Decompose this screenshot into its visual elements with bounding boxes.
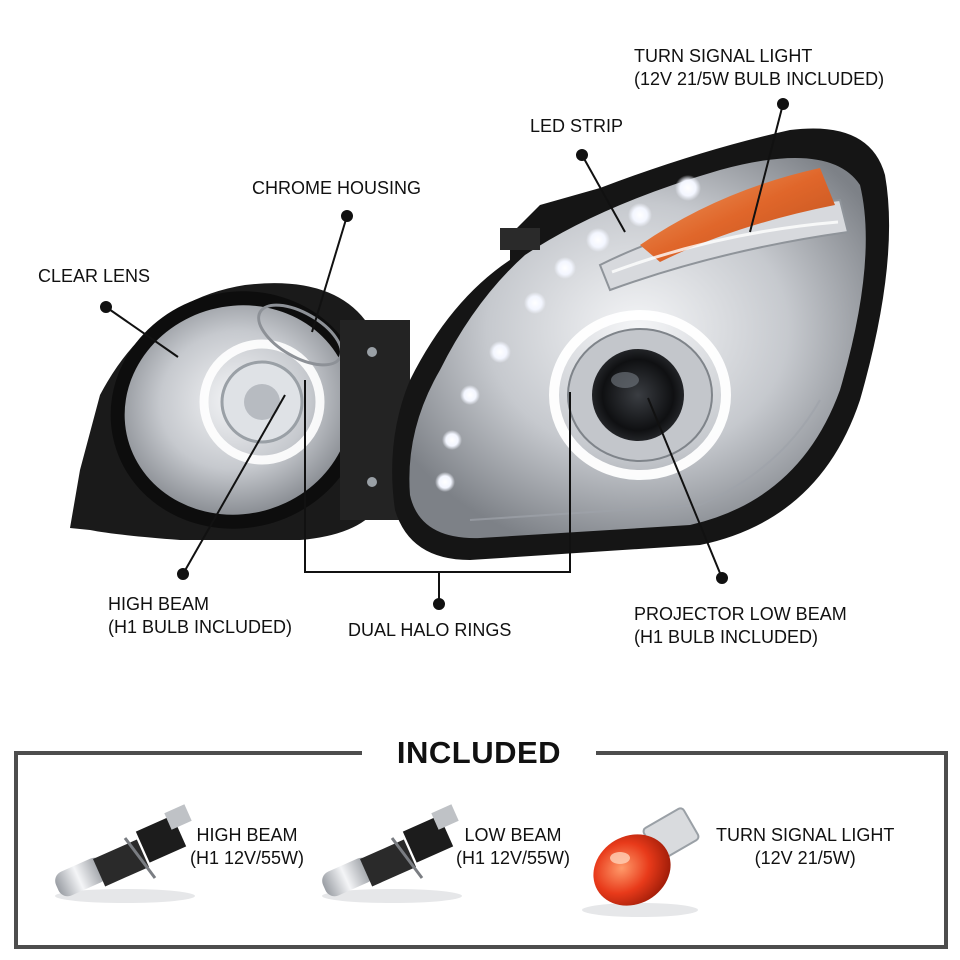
turn-signal-highlight bbox=[611, 220, 839, 274]
callout-projector-low: PROJECTOR LOW BEAM (H1 BULB INCLUDED) bbox=[634, 603, 847, 649]
high-beam-leader bbox=[182, 394, 286, 575]
callout-projector-low-detail: (H1 BULB INCLUDED) bbox=[634, 627, 819, 647]
projector-low-dot bbox=[716, 572, 728, 584]
callout-leaders bbox=[100, 98, 789, 610]
low-beam-unit bbox=[392, 128, 890, 560]
included-item-high-beam: HIGH BEAM (H1 12V/55W) bbox=[190, 824, 304, 870]
adjuster-screw bbox=[367, 347, 377, 357]
led-dot bbox=[554, 257, 576, 279]
projector-lens-glint bbox=[611, 372, 639, 388]
turn-signal-dot bbox=[777, 98, 789, 110]
adjuster-screw bbox=[367, 477, 377, 487]
chrome-housing-leader bbox=[311, 215, 348, 333]
mount-tab bbox=[500, 228, 540, 250]
chrome-housing-ridge bbox=[257, 303, 343, 367]
included-item-spec: (H1 12V/55W) bbox=[190, 848, 305, 868]
dual-halo-dot bbox=[433, 598, 445, 610]
high-beam-dot bbox=[177, 568, 189, 580]
high-beam-unit bbox=[70, 283, 410, 540]
callout-chrome-housing-title: CHROME HOUSING bbox=[252, 178, 422, 198]
led-strip bbox=[435, 175, 701, 492]
right-halo-ring bbox=[549, 310, 731, 480]
chrome-housing-dot bbox=[341, 210, 353, 222]
led-dot bbox=[524, 292, 546, 314]
included-item-spec: (12V 21/5W) bbox=[754, 848, 856, 868]
included-title: INCLUDED bbox=[362, 732, 596, 774]
turn-signal-amber-reflector bbox=[640, 168, 835, 262]
led-dot bbox=[442, 430, 462, 450]
projector-lens bbox=[592, 349, 684, 441]
clear-lens-dot bbox=[100, 301, 112, 313]
led-dot bbox=[628, 203, 652, 227]
led-dot bbox=[435, 472, 455, 492]
callout-dual-halo-title: DUAL HALO RINGS bbox=[348, 620, 512, 640]
callout-high-beam-title: HIGH BEAM bbox=[108, 594, 210, 614]
callout-led-strip-title: LED STRIP bbox=[530, 116, 624, 136]
amber-wedge-bulb-icon bbox=[582, 807, 700, 917]
lens-reflection-line bbox=[469, 399, 821, 521]
clear-lens-leader bbox=[105, 306, 179, 358]
callout-high-beam: HIGH BEAM (H1 BULB INCLUDED) bbox=[108, 593, 292, 639]
dual-halo-bracket bbox=[304, 380, 571, 573]
callout-turn-signal-title: TURN SIGNAL LIGHT bbox=[634, 46, 813, 66]
led-dot bbox=[489, 341, 511, 363]
h1-bulb-icon bbox=[322, 804, 462, 903]
callout-high-beam-detail: (H1 BULB INCLUDED) bbox=[108, 617, 293, 637]
callout-dual-halo: DUAL HALO RINGS bbox=[348, 619, 511, 642]
high-beam-bulb-socket bbox=[244, 384, 280, 420]
callout-turn-signal-detail: (12V 21/5W BULB INCLUDED) bbox=[634, 69, 885, 89]
included-item-name: HIGH BEAM bbox=[196, 825, 298, 845]
led-dot bbox=[675, 175, 701, 201]
projector-low-leader bbox=[647, 397, 723, 579]
led-dot bbox=[460, 385, 480, 405]
callout-led-strip: LED STRIP bbox=[530, 115, 623, 138]
included-item-name: TURN SIGNAL LIGHT bbox=[716, 825, 895, 845]
turn-signal-leader bbox=[749, 103, 784, 233]
callout-projector-low-title: PROJECTOR LOW BEAM bbox=[634, 604, 847, 624]
left-halo-ring bbox=[199, 339, 325, 465]
included-item-low-beam: LOW BEAM (H1 12V/55W) bbox=[456, 824, 570, 870]
led-dot bbox=[586, 228, 610, 252]
callout-clear-lens: CLEAR LENS bbox=[38, 265, 150, 288]
callout-chrome-housing: CHROME HOUSING bbox=[252, 177, 421, 200]
included-item-turn-signal: TURN SIGNAL LIGHT (12V 21/5W) bbox=[716, 824, 894, 870]
h1-bulb-icon bbox=[55, 804, 195, 903]
led-strip-dot bbox=[576, 149, 588, 161]
included-item-spec: (H1 12V/55W) bbox=[456, 848, 571, 868]
led-strip-leader bbox=[581, 154, 626, 233]
included-item-name: LOW BEAM bbox=[464, 825, 562, 845]
callout-clear-lens-title: CLEAR LENS bbox=[38, 266, 151, 286]
callout-turn-signal: TURN SIGNAL LIGHT (12V 21/5W BULB INCLUD… bbox=[634, 45, 884, 91]
